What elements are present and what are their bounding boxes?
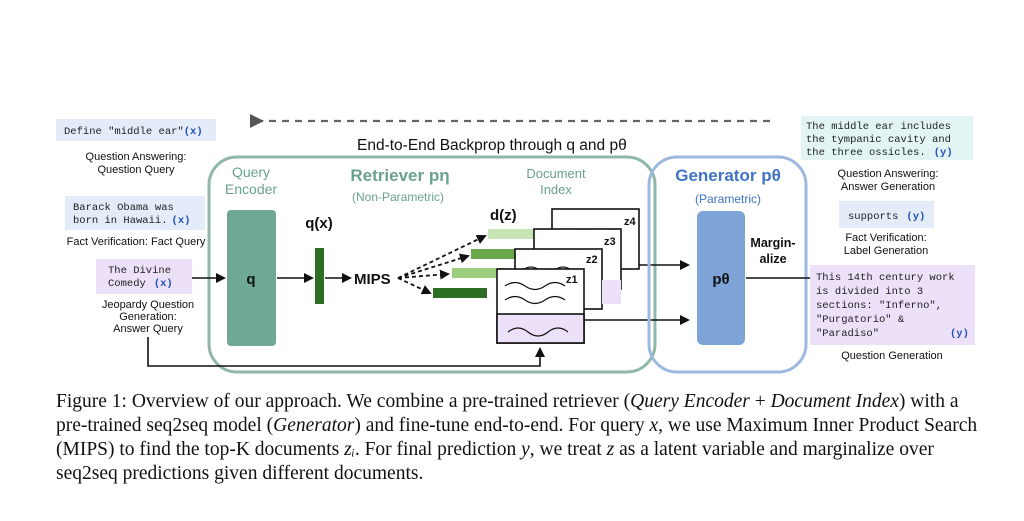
generator-block — [697, 211, 745, 345]
p-theta-label: pθ — [712, 271, 729, 288]
retriever-title: Retriever pη — [350, 166, 449, 185]
svg-text:z1: z1 — [566, 274, 578, 286]
qx-vector — [315, 248, 324, 304]
svg-text:z4: z4 — [624, 216, 637, 228]
backprop-label: End-to-End Backprop through q and pθ — [357, 137, 627, 154]
input-box-fact — [65, 196, 205, 230]
output-fact-task: Fact Verification:Label Generation — [844, 232, 928, 257]
output-box-question-gen — [810, 265, 975, 345]
svg-text:z2: z2 — [586, 254, 598, 266]
figure-caption: Figure 1: Overview of our approach. We c… — [56, 391, 978, 484]
output-box-qa — [801, 116, 973, 160]
dz-vector-3 — [471, 249, 525, 259]
input-box-qa — [56, 119, 216, 141]
dz-vector-2 — [452, 268, 506, 278]
retriever-subtitle: (Non-Parametric) — [352, 190, 444, 204]
rag-diagram: End-to-End Backprop through q and pθ Def… — [56, 114, 975, 374]
output-qa-task: Question Answering:Answer Generation — [838, 168, 939, 193]
input-fact-task: Fact Verification: Fact Query — [67, 236, 206, 248]
document-z1: z1 — [496, 268, 585, 344]
input-qa-task: Question Answering:Question Query — [86, 151, 187, 176]
svg-text:z3: z3 — [604, 236, 616, 248]
output-fact-text: supports(y) — [848, 211, 925, 223]
dz-label: d(z) — [490, 207, 517, 224]
q-label: q — [246, 271, 255, 288]
mips-label: MIPS — [354, 271, 391, 288]
qx-label: q(x) — [305, 215, 333, 232]
generator-box — [647, 155, 808, 374]
output-question-gen-task: Question Generation — [841, 350, 943, 362]
marginalize-label: Margin-alize — [750, 236, 795, 266]
dz-vector-1 — [433, 288, 487, 298]
query-encoder-block — [227, 210, 276, 346]
dz-vector-4 — [488, 229, 542, 239]
generator-title: Generator pθ — [675, 166, 781, 185]
input-qa-text: Define "middle ear"(x) — [64, 126, 203, 138]
output-box-fact — [839, 201, 934, 228]
input-box-jeopardy — [96, 259, 192, 294]
generator-subtitle: (Parametric) — [695, 192, 761, 206]
